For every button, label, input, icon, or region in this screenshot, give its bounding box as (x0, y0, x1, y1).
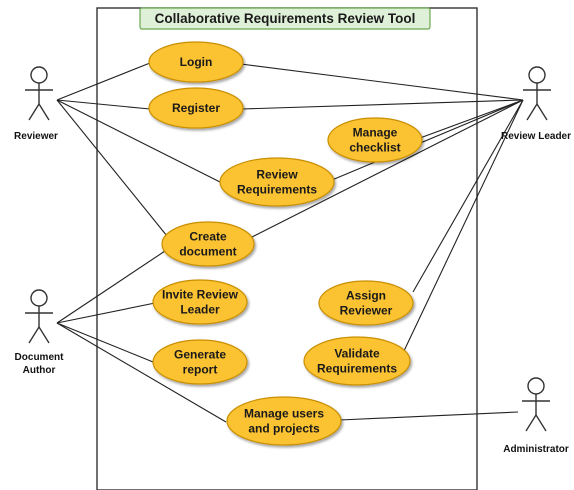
diagram-title: Collaborative Requirements Review Tool (139, 7, 431, 30)
usecase-assign-reviewer-ellipse (318, 280, 414, 326)
assoc-leader-register (241, 99, 524, 110)
usecase-generate-report-label-line1: Generate (174, 348, 226, 362)
actor-document-author-label-line1: Document (15, 352, 65, 363)
usecase-generate-report-label-line2: report (183, 363, 218, 377)
assoc-leader-manage-checklist (419, 99, 524, 139)
actor-head-icon (527, 377, 545, 395)
usecase-create-document-label-line2: document (179, 245, 236, 259)
associations (56, 62, 524, 423)
assoc-leader-assign-reviewer (412, 99, 524, 293)
usecase-register-ellipse (148, 87, 244, 129)
usecase-validate-requirements-label-line2: Requirements (317, 362, 397, 376)
usecase-manage-users-projects-label-line1: Manage users (244, 407, 324, 421)
usecase-invite-review-leader-label-line1: Invite Review (162, 288, 239, 302)
assoc-leader-validate-requirements (402, 99, 524, 354)
usecase-manage-checklist-label-line2: checklist (349, 141, 400, 155)
usecase-manage-checklist-ellipse (327, 117, 423, 163)
usecase-invite-review-leader-label-line2: Leader (180, 303, 220, 317)
assoc-leader-create-document (251, 99, 524, 238)
actor-document-author-label-line2: Author (23, 365, 56, 376)
usecase-manage-users-projects-ellipse (226, 396, 342, 446)
usecase-validate-requirements-ellipse (303, 336, 411, 386)
use-cases: LoginRegisterManagechecklistReviewRequir… (148, 41, 423, 446)
actor-head-icon (30, 66, 48, 84)
usecase-manage-checklist-label-line1: Manage (353, 126, 398, 140)
usecase-review-requirements-label-line1: Review (256, 168, 298, 182)
diagram-title-text: Collaborative Requirements Review Tool (155, 11, 416, 26)
usecase-validate-requirements-label-line1: Validate (334, 347, 380, 361)
usecase-review-requirements-label-line2: Requirements (237, 183, 317, 197)
assoc-leader-review-requirements (331, 99, 524, 181)
actor-document-author: Document Author (15, 289, 65, 376)
assoc-author-invite-review-leader (56, 302, 156, 324)
actor-reviewer: Reviewer (14, 66, 58, 142)
assoc-reviewer-login (56, 62, 151, 101)
assoc-author-generate-report (56, 322, 159, 365)
assoc-admin-manage-users (339, 411, 519, 421)
actor-reviewer-label: Reviewer (14, 131, 58, 142)
assoc-reviewer-review-requirements (56, 99, 223, 184)
assoc-author-manage-users (56, 322, 227, 423)
usecase-manage-users-projects-label-line2: and projects (248, 422, 320, 436)
actor-administrator-label: Administrator (503, 444, 569, 455)
usecase-create-document-ellipse (161, 221, 255, 267)
usecase-register-label-line1: Register (172, 101, 220, 115)
usecase-create-document-label-line1: Create (189, 230, 227, 244)
assoc-leader-login (240, 63, 524, 101)
usecase-login-ellipse (148, 41, 244, 83)
usecase-register: Register (148, 87, 244, 129)
usecase-login: Login (148, 41, 244, 83)
actor-administrator: Administrator (503, 377, 569, 455)
actor-head-icon (30, 289, 48, 307)
assoc-reviewer-register (56, 99, 151, 110)
actor-review-leader-label: Review Leader (501, 131, 571, 142)
usecase-generate-report-ellipse (152, 339, 248, 385)
usecase-assign-reviewer-label-line1: Assign (346, 289, 386, 303)
assoc-author-create-document (56, 250, 166, 324)
actor-head-icon (528, 66, 546, 84)
actor-review-leader: Review Leader (501, 66, 571, 142)
usecase-invite-review-leader-ellipse (152, 279, 248, 325)
assoc-reviewer-create-document (56, 99, 168, 237)
usecase-login-label-line1: Login (180, 55, 213, 69)
usecase-review-requirements-ellipse (219, 157, 335, 207)
usecase-assign-reviewer-label-line2: Reviewer (340, 304, 393, 318)
